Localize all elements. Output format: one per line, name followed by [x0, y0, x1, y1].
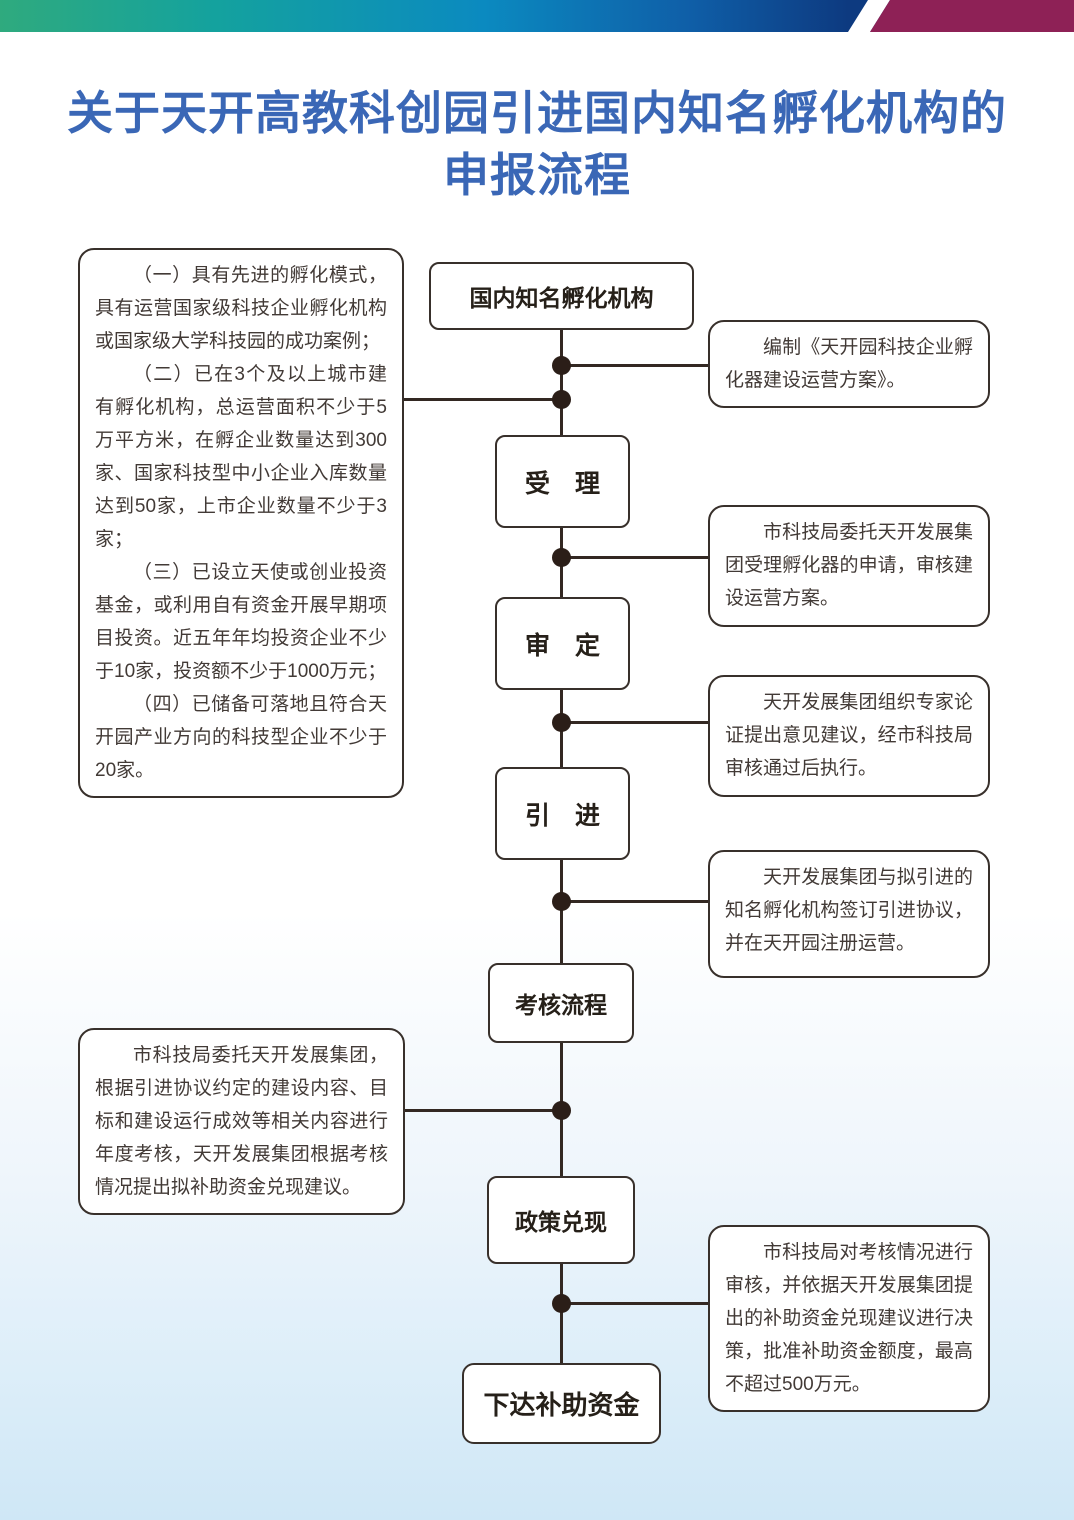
flow-node-known-incubator: 国内知名孵化机构 [429, 262, 694, 330]
connector-dot-3 [552, 548, 571, 567]
page-title-line1: 关于天开高教科创园引进国内知名孵化机构的 [67, 87, 1007, 139]
criteria-note: （一）具有先进的孵化模式，具有运营国家级科技企业孵化机构或国家级大学科技园的成功… [78, 248, 404, 798]
connector-to-assessment [405, 1109, 561, 1112]
banner-accent-parallelogram [870, 0, 1074, 32]
note-text: 市科技局委托天开发展集团，根据引进协议约定的建设内容、目标和建设运行成效等相关内… [95, 1045, 388, 1198]
note-policy: 市科技局对考核情况进行审核，并依据天开发展集团提出的补助资金兑现建议进行决策，批… [708, 1225, 990, 1412]
flow-node-label: 考核流程 [515, 992, 607, 1018]
top-banner [0, 0, 1074, 32]
connector-to-criteria [403, 398, 561, 401]
flow-node-policy-cashing: 政策兑现 [487, 1176, 635, 1264]
note-text: 编制《天开园科技企业孵化器建设运营方案》。 [725, 337, 973, 391]
note-text: 市科技局委托天开发展集团受理孵化器的申请，审核建设运营方案。 [725, 522, 973, 609]
connector-dot-4 [552, 713, 571, 732]
flow-node-label: 引 进 [524, 801, 600, 830]
page-title: 关于天开高教科创园引进国内知名孵化机构的 申报流程 [0, 82, 1074, 206]
flow-node-label: 审 定 [524, 631, 600, 660]
note-review: 天开发展集团组织专家论证提出意见建议，经市科技局审核通过后执行。 [708, 675, 990, 797]
criteria-paragraph-1: （一）具有先进的孵化模式，具有运营国家级科技企业孵化机构或国家级大学科技园的成功… [95, 265, 387, 352]
page-title-line2: 申报流程 [443, 149, 631, 201]
criteria-paragraph-3: （三）已设立天使或创业投资基金，或利用自有资金开展早期项目投资。近五年年均投资企… [95, 562, 387, 682]
flow-node-assessment-process: 考核流程 [488, 963, 634, 1043]
connector-dot-1 [552, 356, 571, 375]
note-text: 天开发展集团组织专家论证提出意见建议，经市科技局审核通过后执行。 [725, 692, 973, 779]
flow-node-label: 受 理 [524, 469, 600, 498]
connector-to-review [561, 721, 708, 724]
connector-to-introduce [561, 900, 708, 903]
connector-to-acceptance [561, 556, 708, 559]
connector-dot-6 [552, 1101, 571, 1120]
flow-node-label: 国内知名孵化机构 [469, 285, 654, 311]
flow-node-label: 下达补助资金 [483, 1390, 640, 1420]
note-text: 天开发展集团与拟引进的知名孵化机构签订引进协议，并在天开园注册运营。 [725, 867, 973, 954]
criteria-paragraph-4: （四）已储备可落地且符合天开园产业方向的科技型企业不少于20家。 [95, 694, 387, 781]
connector-to-policy [561, 1302, 708, 1305]
note-compile-plan: 编制《天开园科技企业孵化器建设运营方案》。 [708, 320, 990, 408]
spine-segment-4 [560, 860, 563, 963]
flow-node-introduction: 引 进 [495, 767, 630, 860]
connector-to-compile-plan [561, 364, 708, 367]
spine-segment-6 [560, 1264, 563, 1363]
connector-dot-7 [552, 1294, 571, 1313]
flow-node-grant-funds: 下达补助资金 [462, 1363, 661, 1444]
note-introduce: 天开发展集团与拟引进的知名孵化机构签订引进协议，并在天开园注册运营。 [708, 850, 990, 978]
connector-dot-2 [552, 390, 571, 409]
flow-node-approval: 审 定 [495, 597, 630, 690]
flow-node-label: 政策兑现 [515, 1209, 607, 1235]
note-acceptance: 市科技局委托天开发展集团受理孵化器的申请，审核建设运营方案。 [708, 505, 990, 627]
connector-dot-5 [552, 892, 571, 911]
note-assessment: 市科技局委托天开发展集团，根据引进协议约定的建设内容、目标和建设运行成效等相关内… [78, 1028, 405, 1215]
criteria-paragraph-2: （二）已在3个及以上城市建有孵化机构，总运营面积不少于5万平方米，在孵企业数量达… [95, 364, 387, 550]
note-text: 市科技局对考核情况进行审核，并依据天开发展集团提出的补助资金兑现建议进行决策，批… [725, 1242, 973, 1395]
spine-segment-1 [560, 330, 563, 435]
flow-node-acceptance: 受 理 [495, 435, 630, 528]
